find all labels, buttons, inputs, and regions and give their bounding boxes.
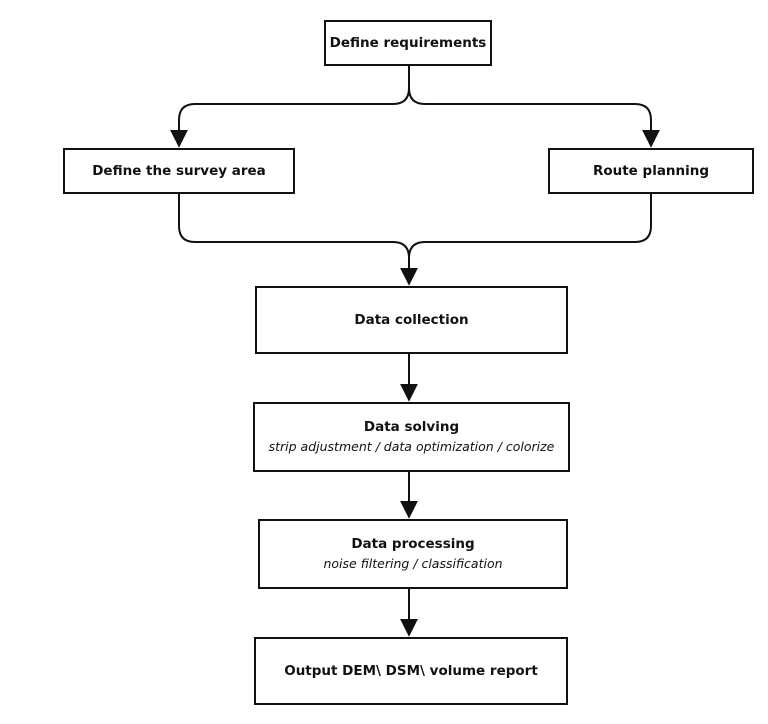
arrow-to-route-planning [408,87,660,148]
node-data-solving: Data solving strip adjustment / data opt… [253,402,570,472]
node-route-planning: Route planning [548,148,754,194]
node-define-requirements-title: Define requirements [329,35,487,51]
node-data-solving-title: Data solving [363,419,460,435]
node-output: Output DEM\ DSM\ volume report [254,637,568,705]
connector-survey-to-merge [178,194,410,259]
node-data-processing: Data processing noise filtering / classi… [258,519,568,589]
node-define-survey-area-title: Define the survey area [92,163,266,179]
node-route-planning-title: Route planning [592,163,710,179]
connector-requirements-to-split [392,66,410,105]
node-output-title: Output DEM\ DSM\ volume report [284,663,538,679]
node-data-solving-subtitle: strip adjustment / data optimization / c… [268,439,555,454]
node-data-processing-subtitle: noise filtering / classification [323,556,503,571]
node-define-survey-area: Define the survey area [63,148,295,194]
arrow-to-survey-area [170,103,393,148]
node-data-processing-title: Data processing [351,536,475,552]
node-data-collection: Data collection [255,286,568,354]
node-define-requirements: Define requirements [324,20,492,66]
connector-route-to-merge [408,194,652,259]
node-data-collection-title: Data collection [354,312,469,328]
